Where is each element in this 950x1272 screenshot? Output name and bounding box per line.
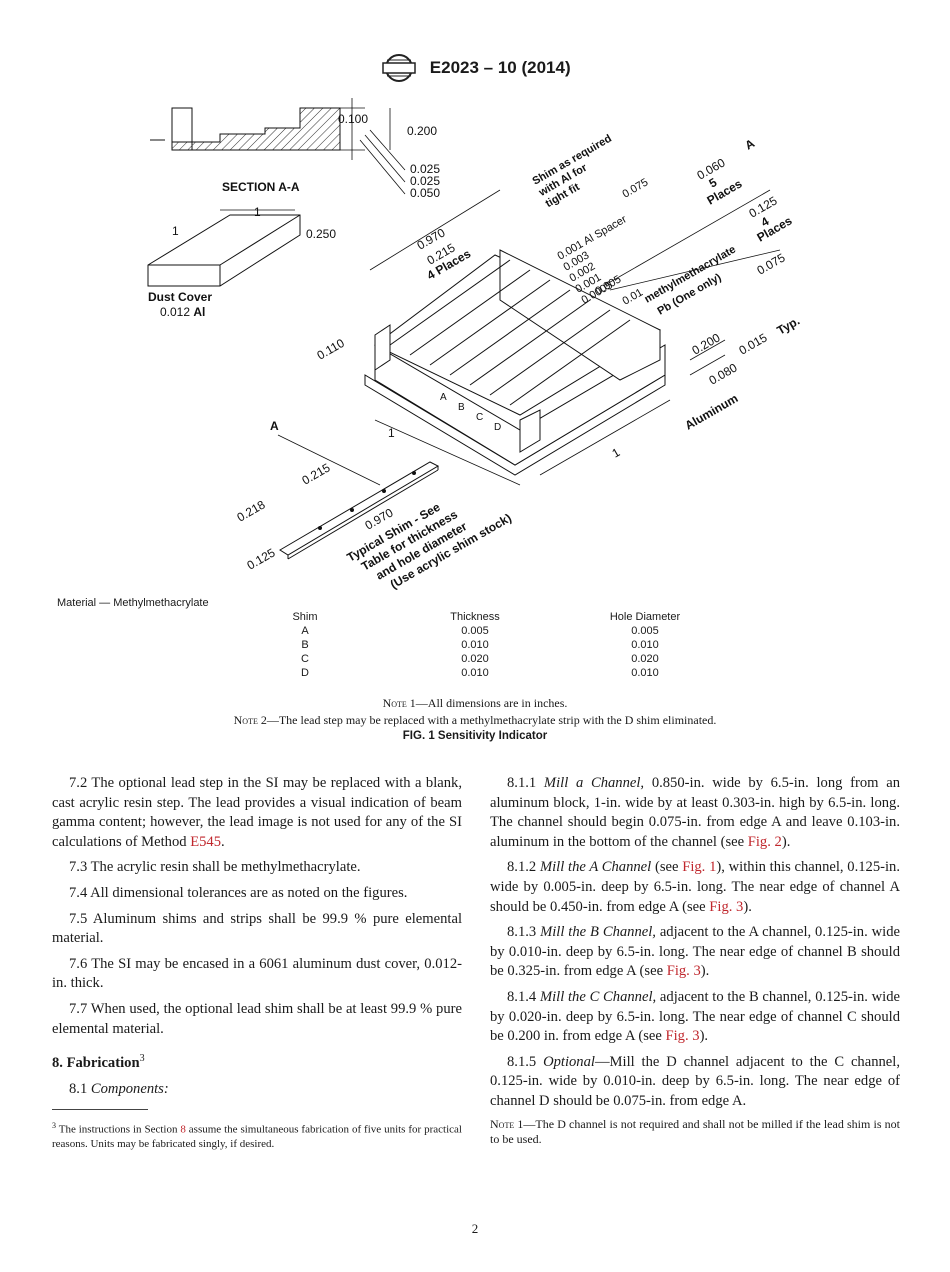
channel-letter-b: B [458,402,465,413]
fig-3-link[interactable]: Fig. 3 [666,963,701,980]
table-cell: 0.010 [631,639,659,651]
figure-note-1: Note 1—All dimensions are in inches. [382,696,568,710]
dust-cover-label: Dust Cover [148,290,212,304]
section-dim-0200: 0.200 [407,124,437,138]
table-cell: 0.005 [461,625,489,637]
channel-letter-d: D [494,422,501,433]
paragraph-8-1-5: 8.1.5 Optional—Mill the D channel adjace… [490,1053,900,1109]
table-row: A 0.005 0.005 [250,624,700,638]
sensitivity-indicator-figure: 0.100 0.200 0.025 0.025 0.050 SECTION A-… [147,98,801,590]
astm-logo-icon [382,54,417,82]
dim-1-right: 1 [610,445,623,461]
dim-typ: Typ. [775,314,801,338]
figure-caption: FIG. 1 Sensitivity Indicator [402,730,548,742]
paragraph-7-4: 7.4 All dimensional tolerances are as no… [69,884,408,901]
table-cell: 0.010 [461,639,489,651]
fig-2-link[interactable]: Fig. 2 [747,833,782,850]
table-cell: D [301,667,309,679]
typical-shim: 0.215 0.218 0.970 0.125 Typical Shim - S… [235,460,514,590]
spacer-6: 0.01 [621,286,646,307]
table-header: Hole Diameter [609,611,681,623]
table-cell: 0.020 [461,653,489,665]
section-8-link[interactable]: 8 [180,1123,186,1136]
shim-table: Shim Thickness Hole Diameter A 0.005 0.0… [250,610,700,680]
section-dim-0025b: 0.025 [410,174,440,188]
footnote-rule [52,1109,148,1110]
section-dim-0025a: 0.025 [410,162,440,176]
dim-0075b: 0.075 [755,250,788,277]
dust-cover: 1 1 0.250 Dust Cover 0.012 Al [147,205,336,319]
paragraph-8-1: 8.1 Components: [69,1080,169,1097]
dim-0080: 0.080 [707,360,740,387]
table-row: D 0.010 0.010 [250,666,700,680]
footnote-3: 3 The instructions in Section 8 assume t… [52,1121,462,1150]
spacer-0: 0.001 Al Spacer [556,213,630,262]
table-cell: 0.020 [631,653,659,665]
section-marker-left: A [270,419,279,433]
channel-letter-c: C [476,412,483,423]
dust-cover-material: 0.012 Al [160,305,205,319]
paragraph-8-1-4: 8.1.4 Mill the C Channel, adjacent to th… [490,988,901,1045]
paragraph-7-7: 7.7 When used, the optional lead shim sh… [52,1000,462,1037]
dust-dim-1a: 1 [254,205,261,219]
spacer-list: 0.001 Al Spacer 0.003 0.002 0.001 0.0005… [556,213,738,317]
fig-1-link[interactable]: Fig. 1 [682,859,717,876]
page-number: 2 [471,1221,479,1236]
table-cell: C [301,653,309,665]
dust-dim-1b: 1 [172,224,179,238]
table-row: B 0.010 0.010 [250,638,700,652]
section-8-heading: 8. Fabrication3 [52,1053,145,1071]
table-header-row: Shim Thickness Hole Diameter [250,610,700,624]
dim-0075: 0.075 [621,176,651,200]
section-label: SECTION A-A [222,180,300,194]
shim-dim-0218: 0.218 [235,497,268,524]
svg-text:Shim as requiredwith Al fortig: Shim as requiredwith Al fortight fit [530,133,627,211]
table-header: Thickness [450,611,500,623]
document-title: E2023 – 10 (2014) [429,58,571,77]
aluminum-block: A B C D [364,249,666,476]
dim-0110: 0.110 [315,336,348,363]
fig-3-link[interactable]: Fig. 3 [709,898,744,915]
paragraph-7-3: 7.3 The acrylic resin shall be methylmet… [69,859,361,876]
page-header: E2023 – 10 (2014) [0,52,950,84]
right-column: 8.1.1 Mill a Channel, 0.850-in. wide by … [490,774,900,1118]
paragraph-8-1-1: 8.1.1 Mill a Channel, 0.850-in. wide by … [490,775,900,850]
section-dim-0050: 0.050 [410,186,440,200]
material-label: Material — Methylmethacrylate [57,597,209,609]
method-e545-link[interactable]: E545 [190,833,222,850]
dim-1-left: 1 [388,426,395,440]
fig-3-link[interactable]: Fig. 3 [665,1028,700,1045]
paragraph-8-1-3: 8.1.3 Mill the B Channel, adjacent to th… [490,924,900,980]
figure-note-2: Note 2—The lead step may be replaced wit… [233,713,717,727]
aluminum-label: Aluminum [683,391,741,432]
table-header: Shim [292,611,318,623]
table-cell: B [301,639,309,651]
dust-dim-0250: 0.250 [306,227,336,241]
table-cell: 0.010 [461,667,489,679]
dim-0015: 0.015 [737,330,770,357]
section-marker-top: A [743,136,758,153]
paragraph-8-1-2: 8.1.2 Mill the A Channel (see Fig. 1), w… [490,859,900,915]
table-cell: 0.010 [631,667,659,679]
channel-letter-a: A [440,392,447,403]
paragraph-7-5: 7.5 Aluminum shims and strips shall be 9… [52,910,462,947]
shim-dim-0215: 0.215 [300,460,333,487]
section-a-a: 0.100 0.200 0.025 0.025 0.050 SECTION A-… [150,98,440,200]
channel-d-note: Note 1—The D channel is not required and… [490,1117,900,1146]
paragraph-7-6: 7.6 The SI may be encased in a 6061 alum… [52,955,462,992]
shim-dim-0125: 0.125 [245,545,278,572]
table-row: C 0.020 0.020 [250,652,700,666]
left-column: 7.2 The optional lead step in the SI may… [52,774,462,1105]
table-cell: A [301,625,309,637]
paragraph-7-2: 7.2 The optional lead step in the SI may… [52,775,462,850]
section-dim-0100: 0.100 [338,112,368,126]
table-cell: 0.005 [631,625,659,637]
